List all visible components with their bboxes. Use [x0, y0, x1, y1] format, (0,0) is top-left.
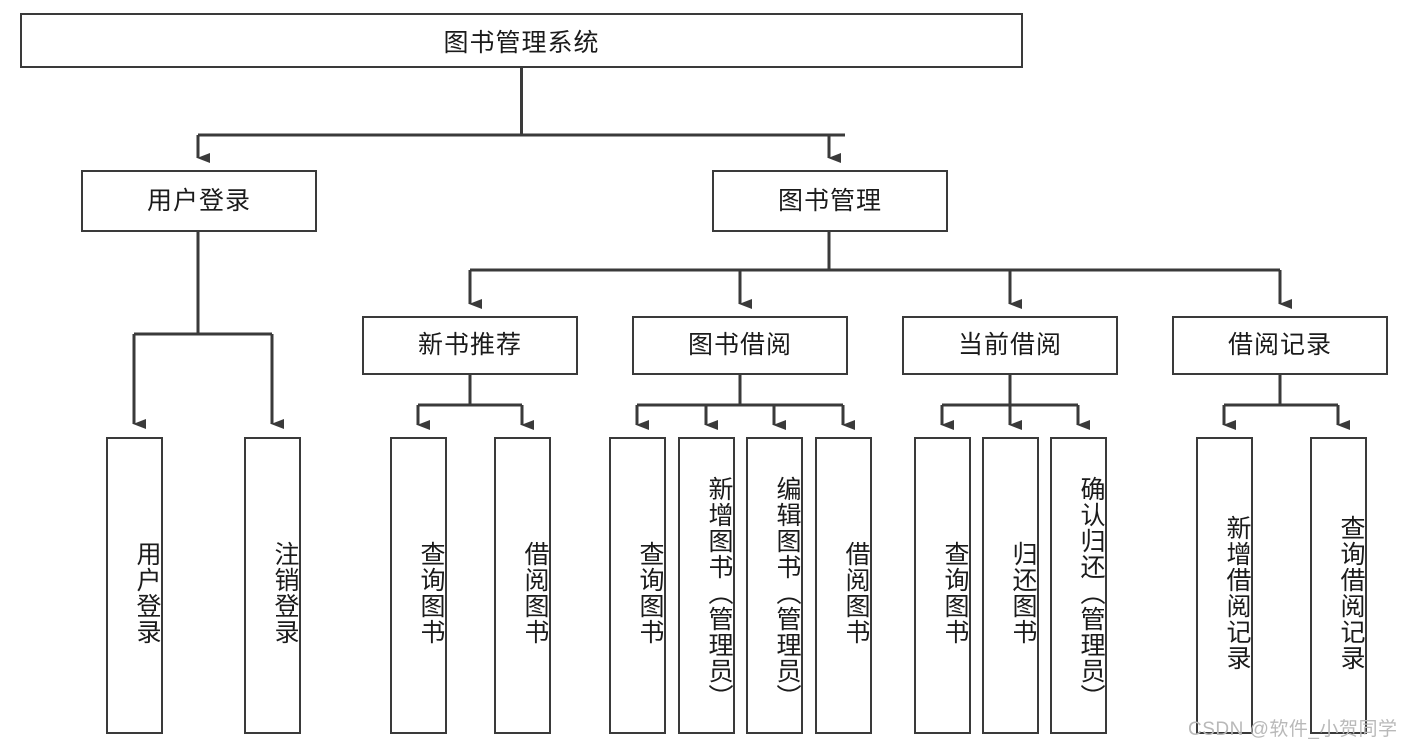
- leaf-query-record[interactable]: 查询借阅记录: [1310, 437, 1367, 734]
- leaf-query-book-1[interactable]: 查询图书: [390, 437, 447, 734]
- node-book-borrow-label: 图书借阅: [687, 331, 792, 359]
- leaf-query-book-3-label: 查询图书: [941, 540, 969, 645]
- leaf-query-record-label: 查询借阅记录: [1337, 514, 1365, 671]
- leaf-confirm-return-label: 确认归还（管理员）: [1077, 475, 1105, 710]
- leaf-query-book-2[interactable]: 查询图书: [609, 437, 666, 734]
- leaf-edit-book[interactable]: 编辑图书（管理员）: [746, 437, 803, 734]
- leaf-borrow-book-1-label: 借阅图书: [521, 540, 549, 645]
- leaf-confirm-return[interactable]: 确认归还（管理员）: [1050, 437, 1107, 734]
- node-root-label: 图书管理系统: [443, 28, 600, 57]
- leaf-add-book-label: 新增图书（管理员）: [705, 475, 733, 710]
- leaf-logout-login-label: 注销登录: [271, 540, 299, 645]
- node-book-borrow[interactable]: 图书借阅: [632, 316, 848, 375]
- leaf-edit-book-label: 编辑图书（管理员）: [773, 475, 801, 710]
- leaf-return-book[interactable]: 归还图书: [982, 437, 1039, 734]
- leaf-query-book-2-label: 查询图书: [636, 540, 664, 645]
- node-new-book-recommend[interactable]: 新书推荐: [362, 316, 578, 375]
- node-root-system[interactable]: 图书管理系统: [20, 13, 1023, 68]
- node-user-login[interactable]: 用户登录: [81, 170, 317, 232]
- leaf-add-record-label: 新增借阅记录: [1223, 514, 1251, 671]
- leaf-query-book-3[interactable]: 查询图书: [914, 437, 971, 734]
- leaf-logout-login[interactable]: 注销登录: [244, 437, 301, 734]
- leaf-return-book-label: 归还图书: [1009, 540, 1037, 645]
- leaf-add-record[interactable]: 新增借阅记录: [1196, 437, 1253, 734]
- node-current-borrow-label: 当前借阅: [957, 331, 1062, 359]
- node-book-management-label: 图书管理: [777, 186, 882, 215]
- leaf-user-login[interactable]: 用户登录: [106, 437, 163, 734]
- node-current-borrow[interactable]: 当前借阅: [902, 316, 1118, 375]
- csdn-watermark: CSDN @软件_小贺同学: [1188, 719, 1398, 740]
- node-borrow-record[interactable]: 借阅记录: [1172, 316, 1388, 375]
- node-new-book-recommend-label: 新书推荐: [417, 331, 522, 359]
- leaf-borrow-book-2-label: 借阅图书: [842, 540, 870, 645]
- leaf-borrow-book-1[interactable]: 借阅图书: [494, 437, 551, 734]
- node-borrow-record-label: 借阅记录: [1227, 331, 1332, 359]
- node-book-management[interactable]: 图书管理: [712, 170, 948, 232]
- leaf-user-login-label: 用户登录: [133, 540, 161, 645]
- leaf-borrow-book-2[interactable]: 借阅图书: [815, 437, 872, 734]
- leaf-query-book-1-label: 查询图书: [417, 540, 445, 645]
- node-user-login-label: 用户登录: [146, 186, 251, 215]
- leaf-add-book[interactable]: 新增图书（管理员）: [678, 437, 735, 734]
